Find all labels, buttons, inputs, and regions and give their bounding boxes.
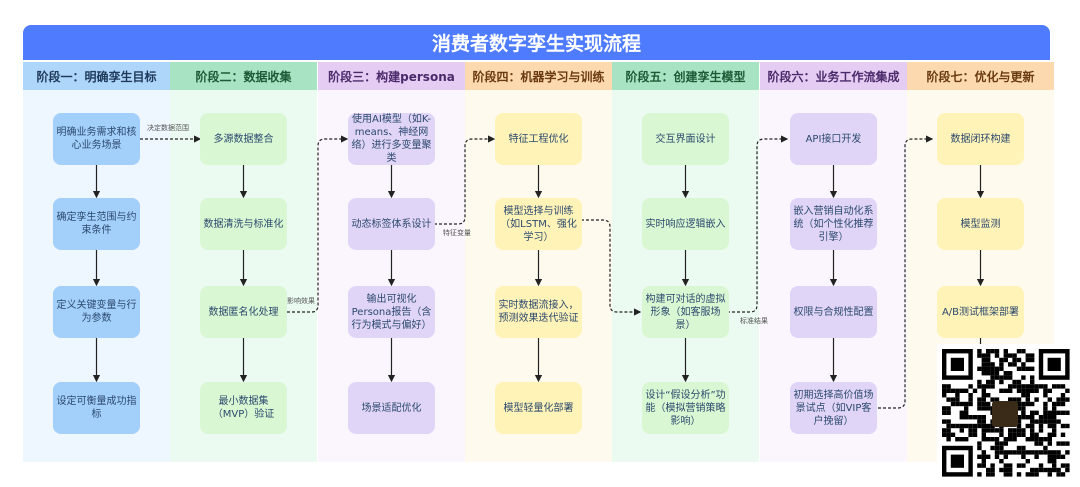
step-box[interactable]: 特征工程优化 bbox=[495, 113, 582, 165]
step-box[interactable]: 定义关键变量与行为参数 bbox=[53, 286, 140, 338]
step-box[interactable]: 使用AI模型（如K-means、神经网络）进行多变量聚类 bbox=[348, 113, 435, 165]
step-box[interactable]: 实时响应逻辑嵌入 bbox=[642, 198, 729, 250]
step-box[interactable]: 动态标签体系设计 bbox=[348, 198, 435, 250]
step-box[interactable]: API接口开发 bbox=[790, 113, 877, 165]
dashed-arrow bbox=[581, 219, 642, 316]
dashed-arrow bbox=[434, 135, 496, 225]
step-box[interactable]: 数据匿名化处理 bbox=[200, 286, 287, 338]
stage-header: 阶段五：创建孪生模型 bbox=[612, 62, 759, 90]
dashed-arrow bbox=[727, 135, 789, 313]
step-box[interactable]: 场景适配优化 bbox=[348, 382, 435, 434]
diagram-title: 消费者数字孪生实现流程 bbox=[23, 25, 1050, 60]
step-box[interactable]: 设定可衡量成功指标 bbox=[53, 382, 140, 434]
step-box[interactable]: 确定孪生范围与约束条件 bbox=[53, 198, 140, 250]
step-box[interactable]: 数据闭环构建 bbox=[937, 113, 1024, 165]
step-box[interactable]: A/B测试框架部署 bbox=[937, 286, 1024, 338]
step-box[interactable]: 构建可对话的虚拟形象（如客服场景） bbox=[642, 286, 729, 338]
step-box[interactable]: 设计“假设分析”功能（模拟营销策略影响） bbox=[642, 382, 729, 434]
stage-header: 阶段三：构建persona bbox=[318, 62, 465, 90]
label-features: 特征变量 bbox=[443, 229, 471, 237]
dashed-arrow bbox=[878, 135, 934, 409]
step-box[interactable]: 输出可视化Persona报告（含行为模式与偏好） bbox=[348, 286, 435, 338]
step-box[interactable]: 嵌入营销自动化系统（如个性化推荐引擎） bbox=[790, 198, 877, 250]
step-box[interactable]: 明确业务需求和核心业务场景 bbox=[53, 113, 140, 165]
label-scope: 决定数据范围 bbox=[147, 124, 189, 132]
stage-header: 阶段一：明确孪生目标 bbox=[23, 62, 170, 90]
stage-header: 阶段六：业务工作流集成 bbox=[760, 62, 907, 90]
step-box[interactable]: 最小数据集（MVP）验证 bbox=[200, 382, 287, 434]
stage-header: 阶段七：优化与更新 bbox=[907, 62, 1054, 90]
step-box[interactable]: 交互界面设计 bbox=[642, 113, 729, 165]
stage-header: 阶段四：机器学习与训练 bbox=[465, 62, 612, 90]
step-box[interactable]: 多源数据整合 bbox=[200, 113, 287, 165]
step-box[interactable]: 模型选择与训练（如LSTM、强化学习） bbox=[495, 198, 582, 250]
step-box[interactable]: 模型轻量化部署 bbox=[495, 382, 582, 434]
step-box[interactable]: 初期选择高价值场景试点（如VIP客户挽留） bbox=[790, 382, 877, 434]
step-box[interactable]: 实时数据流接入，预测效果迭代验证 bbox=[495, 286, 582, 338]
dashed-arrow bbox=[287, 135, 349, 313]
label-standard: 标准结果 bbox=[740, 317, 768, 325]
step-box[interactable]: 权限与合规性配置 bbox=[790, 286, 877, 338]
step-box[interactable]: 数据清洗与标准化 bbox=[200, 198, 287, 250]
label-effect: 影响效果 bbox=[287, 297, 315, 305]
qr-code[interactable] bbox=[937, 344, 1075, 480]
stage-header: 阶段二：数据收集 bbox=[170, 62, 317, 90]
step-box[interactable]: 模型监测 bbox=[937, 198, 1024, 250]
